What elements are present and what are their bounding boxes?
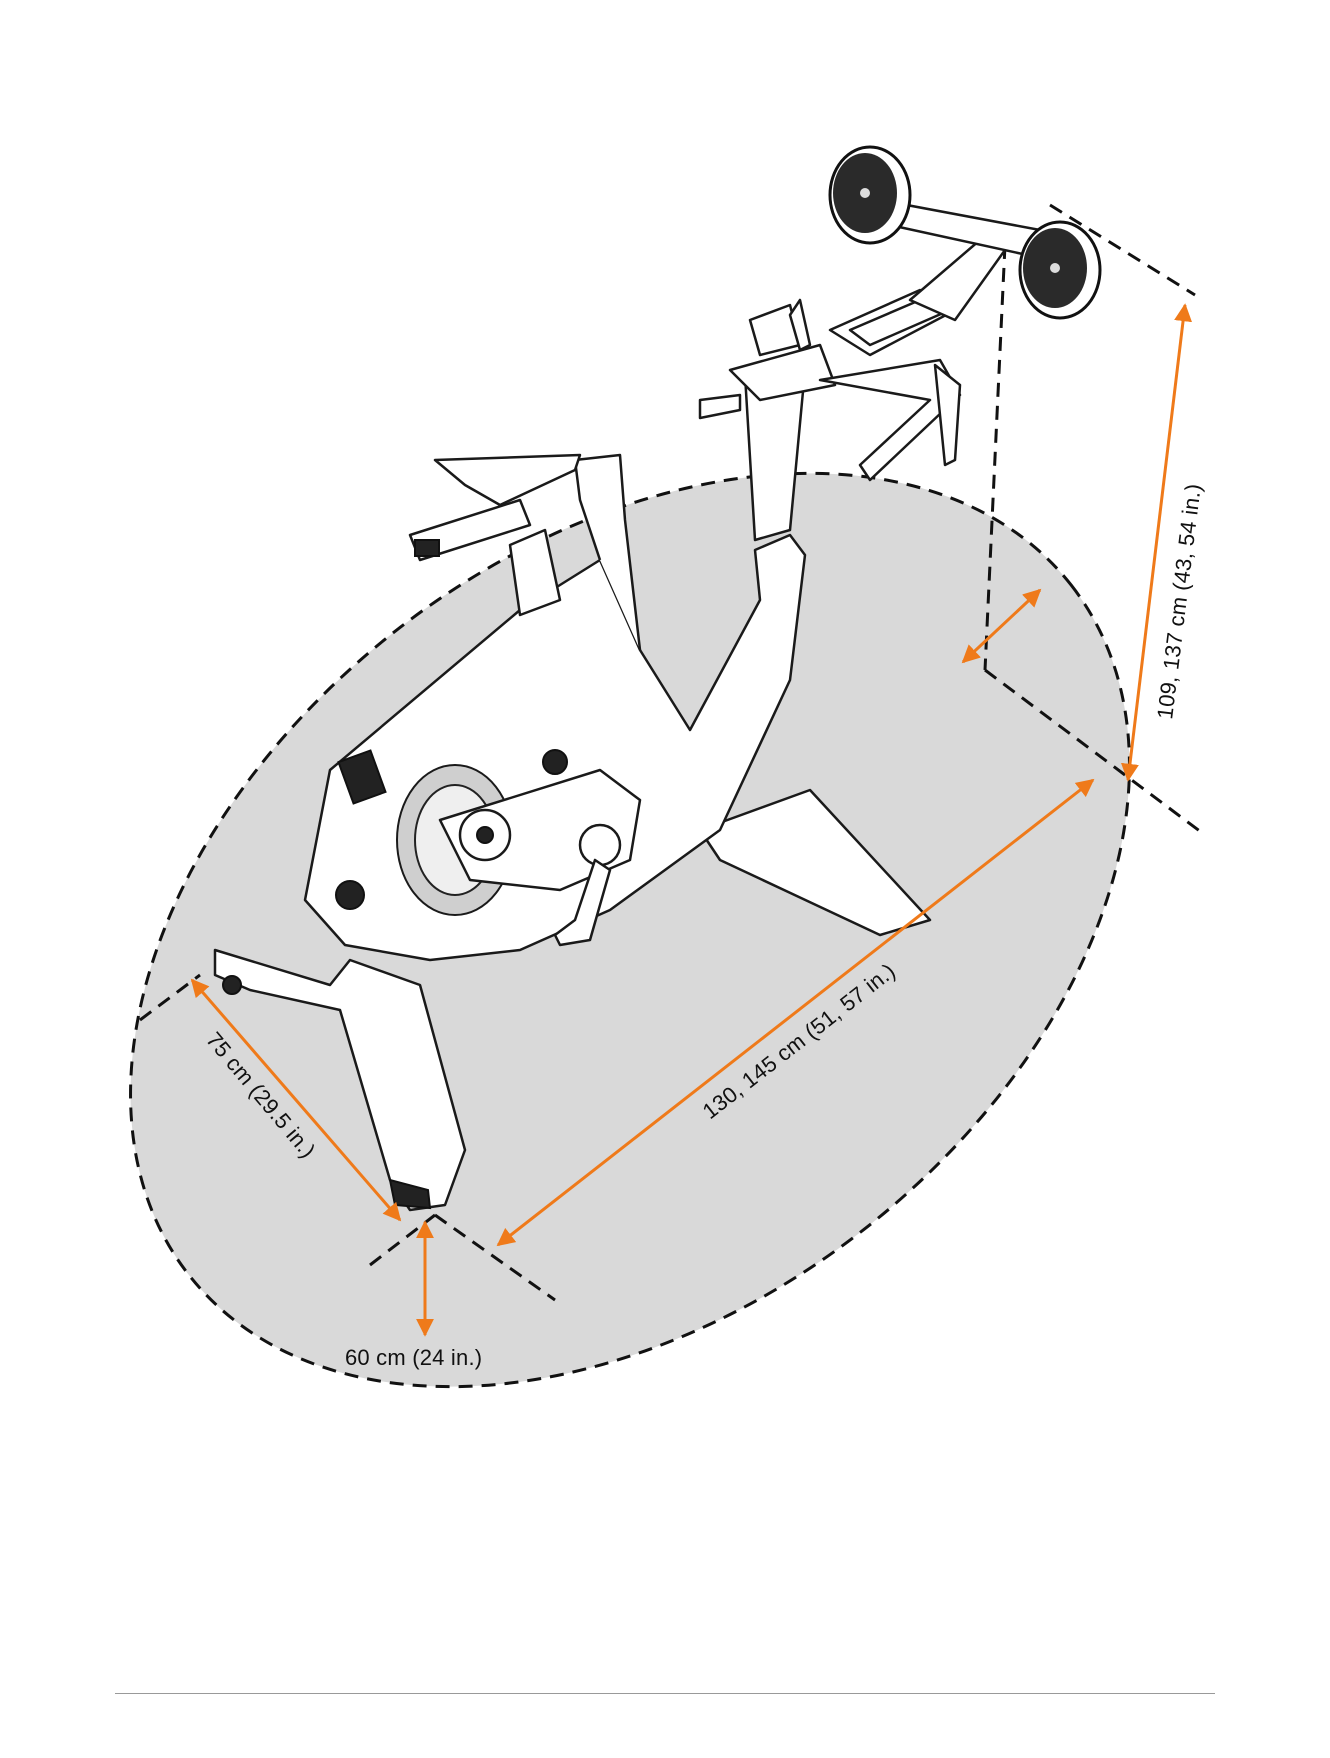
- footer-divider: [115, 1693, 1215, 1694]
- fan-left-icon: [830, 147, 910, 243]
- fan-right-icon: [1020, 222, 1100, 318]
- rear-clearance-label: 60 cm (24 in.): [345, 1345, 482, 1370]
- floor-clearance-area: [0, 286, 1305, 1574]
